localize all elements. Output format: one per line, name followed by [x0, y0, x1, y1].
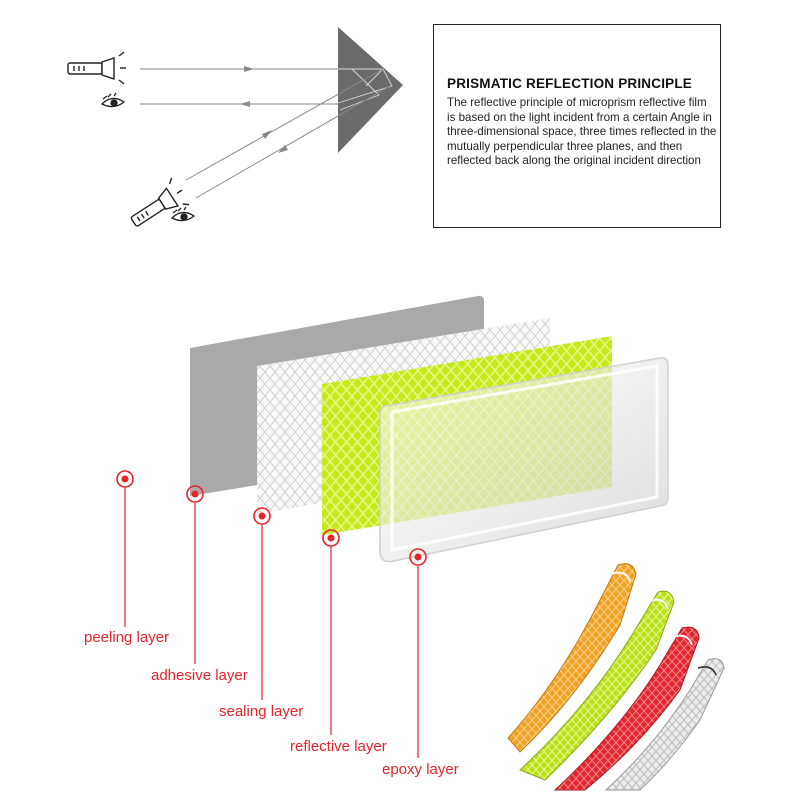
label-peeling-layer: peeling layer — [84, 629, 170, 646]
principle-box: PRISMATIC REFLECTION PRINCIPLE The refle… — [433, 24, 721, 228]
internal-reflection-paths — [337, 68, 393, 111]
eye-icon — [100, 92, 126, 108]
principle-description: The reflective principle of microprism r… — [447, 96, 717, 167]
ray-diagram — [67, 27, 403, 227]
annotations — [116, 470, 427, 758]
flashlight-icon — [67, 51, 126, 85]
strip-orange — [507, 563, 637, 753]
label-reflective-layer: reflective layer — [290, 738, 387, 755]
label-adhesive-layer: adhesive layer — [151, 667, 248, 684]
target-icon — [253, 507, 271, 525]
arrow-reflected-diagonal — [278, 145, 288, 153]
strip-red — [553, 626, 700, 791]
target-icon — [322, 529, 340, 547]
arrow-incident-diagonal — [262, 130, 272, 139]
strip-green — [519, 590, 675, 781]
reflected-ray-diagonal — [195, 85, 391, 199]
label-epoxy-layer: epoxy layer — [382, 761, 459, 778]
reflective-strips-photo — [507, 563, 725, 791]
target-icon — [116, 470, 134, 488]
arrow-incident-top — [244, 66, 254, 72]
target-icon — [186, 485, 204, 503]
layer-stack — [190, 295, 669, 563]
principle-title: PRISMATIC REFLECTION PRINCIPLE — [447, 76, 693, 91]
prism-icon — [338, 27, 403, 153]
flashlight-icon — [130, 177, 190, 227]
incident-ray-diagonal — [185, 68, 384, 181]
eye-icon — [170, 206, 196, 222]
arrow-reflected-top — [240, 101, 250, 107]
target-icon — [409, 548, 427, 566]
label-sealing-layer: sealing layer — [219, 703, 304, 720]
strip-white — [604, 658, 725, 791]
